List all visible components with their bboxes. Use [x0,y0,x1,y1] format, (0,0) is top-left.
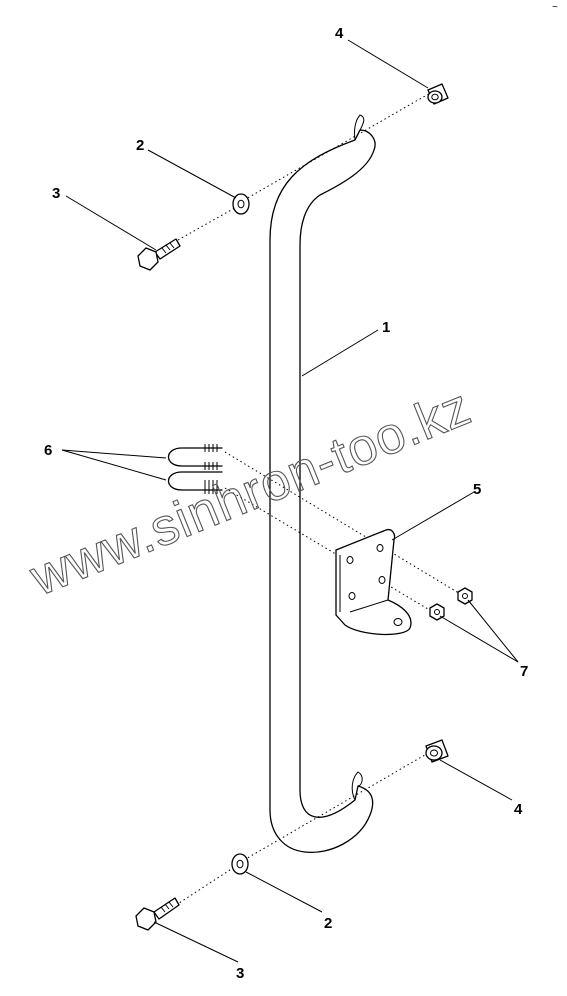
callout-3-bottom: 3 [236,965,244,982]
mounting-bracket [335,528,412,636]
spacer-top [427,83,449,105]
callout-7: 7 [520,663,528,680]
spacer-bottom [425,739,449,763]
u-bolts [167,444,223,494]
watermark-text: www.sinhron-too.kz [22,378,479,608]
callout-6: 6 [44,442,52,459]
callout-1: 1 [382,319,390,336]
callout-4-top: 4 [335,25,344,42]
bolt-top [137,238,181,271]
leader-lines [61,39,519,963]
handrail-bar [269,114,376,854]
alignment-lines [175,91,463,906]
corner-mark: ~ [552,2,558,13]
callout-5: 5 [473,481,481,498]
washer-bottom [231,853,249,875]
callout-3-top: 3 [52,185,60,202]
washer-top [232,193,250,215]
callout-2-bottom: 2 [324,915,332,932]
callout-labels: 4 2 3 1 6 5 7 4 2 3 [44,25,528,982]
callout-4-bottom: 4 [514,801,523,818]
nuts [429,587,473,621]
callout-2-top: 2 [136,137,144,154]
bolt-bottom [135,897,180,931]
